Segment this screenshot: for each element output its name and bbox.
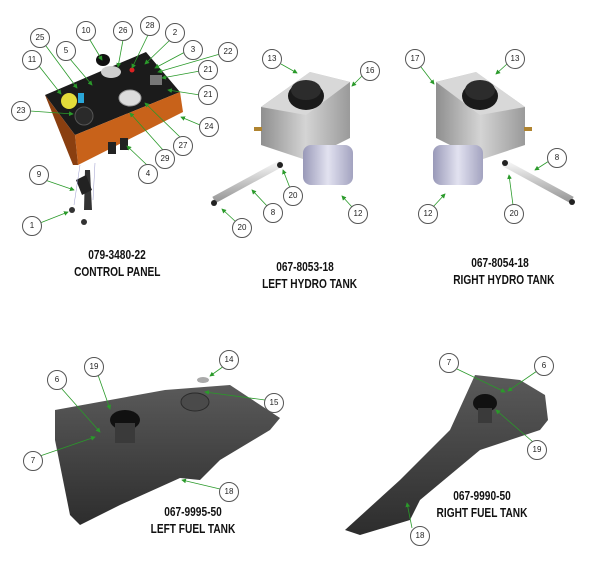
callout-control-panel-4: 4 <box>138 164 158 184</box>
leader-lines <box>29 34 550 529</box>
callout-right-hydro-tank-12: 12 <box>418 204 438 224</box>
part-number: 067-8053-18 <box>276 259 334 274</box>
part-name: LEFT HYDRO TANK <box>262 276 358 291</box>
callout-right-hydro-tank-17: 17 <box>405 49 425 69</box>
callout-control-panel-23: 23 <box>11 101 31 121</box>
caption-control-panel: 079-3480-22 CONTROL PANEL <box>74 246 160 280</box>
callout-right-hydro-tank-8: 8 <box>547 148 567 168</box>
callout-left-hydro-tank-20: 20 <box>232 218 252 238</box>
callout-right-hydro-tank-13: 13 <box>505 49 525 69</box>
callout-left-fuel-tank-7: 7 <box>23 451 43 471</box>
callout-control-panel-24: 24 <box>199 117 219 137</box>
right-fuel-tank-drawing <box>345 375 548 535</box>
callout-left-hydro-tank-12: 12 <box>348 204 368 224</box>
callout-left-hydro-tank-8: 8 <box>263 203 283 223</box>
callout-control-panel-21: 21 <box>198 85 218 105</box>
callout-left-fuel-tank-6: 6 <box>47 370 67 390</box>
callout-control-panel-1: 1 <box>22 216 42 236</box>
caption-left-fuel-tank: 067-9995-50 LEFT FUEL TANK <box>150 503 236 537</box>
callout-right-fuel-tank-7: 7 <box>439 353 459 373</box>
callout-control-panel-9: 9 <box>29 165 49 185</box>
callout-left-hydro-tank-20: 20 <box>283 186 303 206</box>
callout-left-fuel-tank-18: 18 <box>219 482 239 502</box>
callout-control-panel-22: 22 <box>218 42 238 62</box>
part-name: CONTROL PANEL <box>74 264 161 279</box>
caption-right-hydro-tank: 067-8054-18 RIGHT HYDRO TANK <box>453 254 555 288</box>
part-number: 079-3480-22 <box>88 247 146 262</box>
part-name: RIGHT FUEL TANK <box>436 505 528 520</box>
control-panel-drawing <box>45 52 183 225</box>
callout-control-panel-27: 27 <box>173 136 193 156</box>
caption-right-fuel-tank: 067-9990-50 RIGHT FUEL TANK <box>435 487 529 521</box>
callout-control-panel-26: 26 <box>113 21 133 41</box>
callout-control-panel-10: 10 <box>76 21 96 41</box>
callout-control-panel-11: 11 <box>22 50 42 70</box>
callout-control-panel-21: 21 <box>198 60 218 80</box>
callout-left-fuel-tank-14: 14 <box>219 350 239 370</box>
part-name: RIGHT HYDRO TANK <box>453 272 555 287</box>
caption-left-hydro-tank: 067-8053-18 LEFT HYDRO TANK <box>262 258 358 292</box>
callout-left-hydro-tank-16: 16 <box>360 61 380 81</box>
callout-control-panel-29: 29 <box>155 149 175 169</box>
callout-right-fuel-tank-18: 18 <box>410 526 430 546</box>
part-number: 067-9990-50 <box>453 488 511 503</box>
callout-right-fuel-tank-19: 19 <box>527 440 547 460</box>
part-number: 067-9995-50 <box>164 504 222 519</box>
callout-left-hydro-tank-13: 13 <box>262 49 282 69</box>
part-number: 067-8054-18 <box>471 255 529 270</box>
part-name: LEFT FUEL TANK <box>150 521 236 536</box>
left-fuel-tank-drawing <box>55 377 280 525</box>
callout-control-panel-3: 3 <box>183 40 203 60</box>
callout-right-hydro-tank-20: 20 <box>504 204 524 224</box>
callout-right-fuel-tank-6: 6 <box>534 356 554 376</box>
callout-control-panel-5: 5 <box>56 41 76 61</box>
callout-left-fuel-tank-19: 19 <box>84 357 104 377</box>
callout-control-panel-2: 2 <box>165 23 185 43</box>
left-hydro-tank-drawing <box>211 72 353 206</box>
callout-control-panel-25: 25 <box>30 28 50 48</box>
callout-control-panel-28: 28 <box>140 16 160 36</box>
callout-left-fuel-tank-15: 15 <box>264 393 284 413</box>
right-hydro-tank-drawing <box>433 72 575 205</box>
